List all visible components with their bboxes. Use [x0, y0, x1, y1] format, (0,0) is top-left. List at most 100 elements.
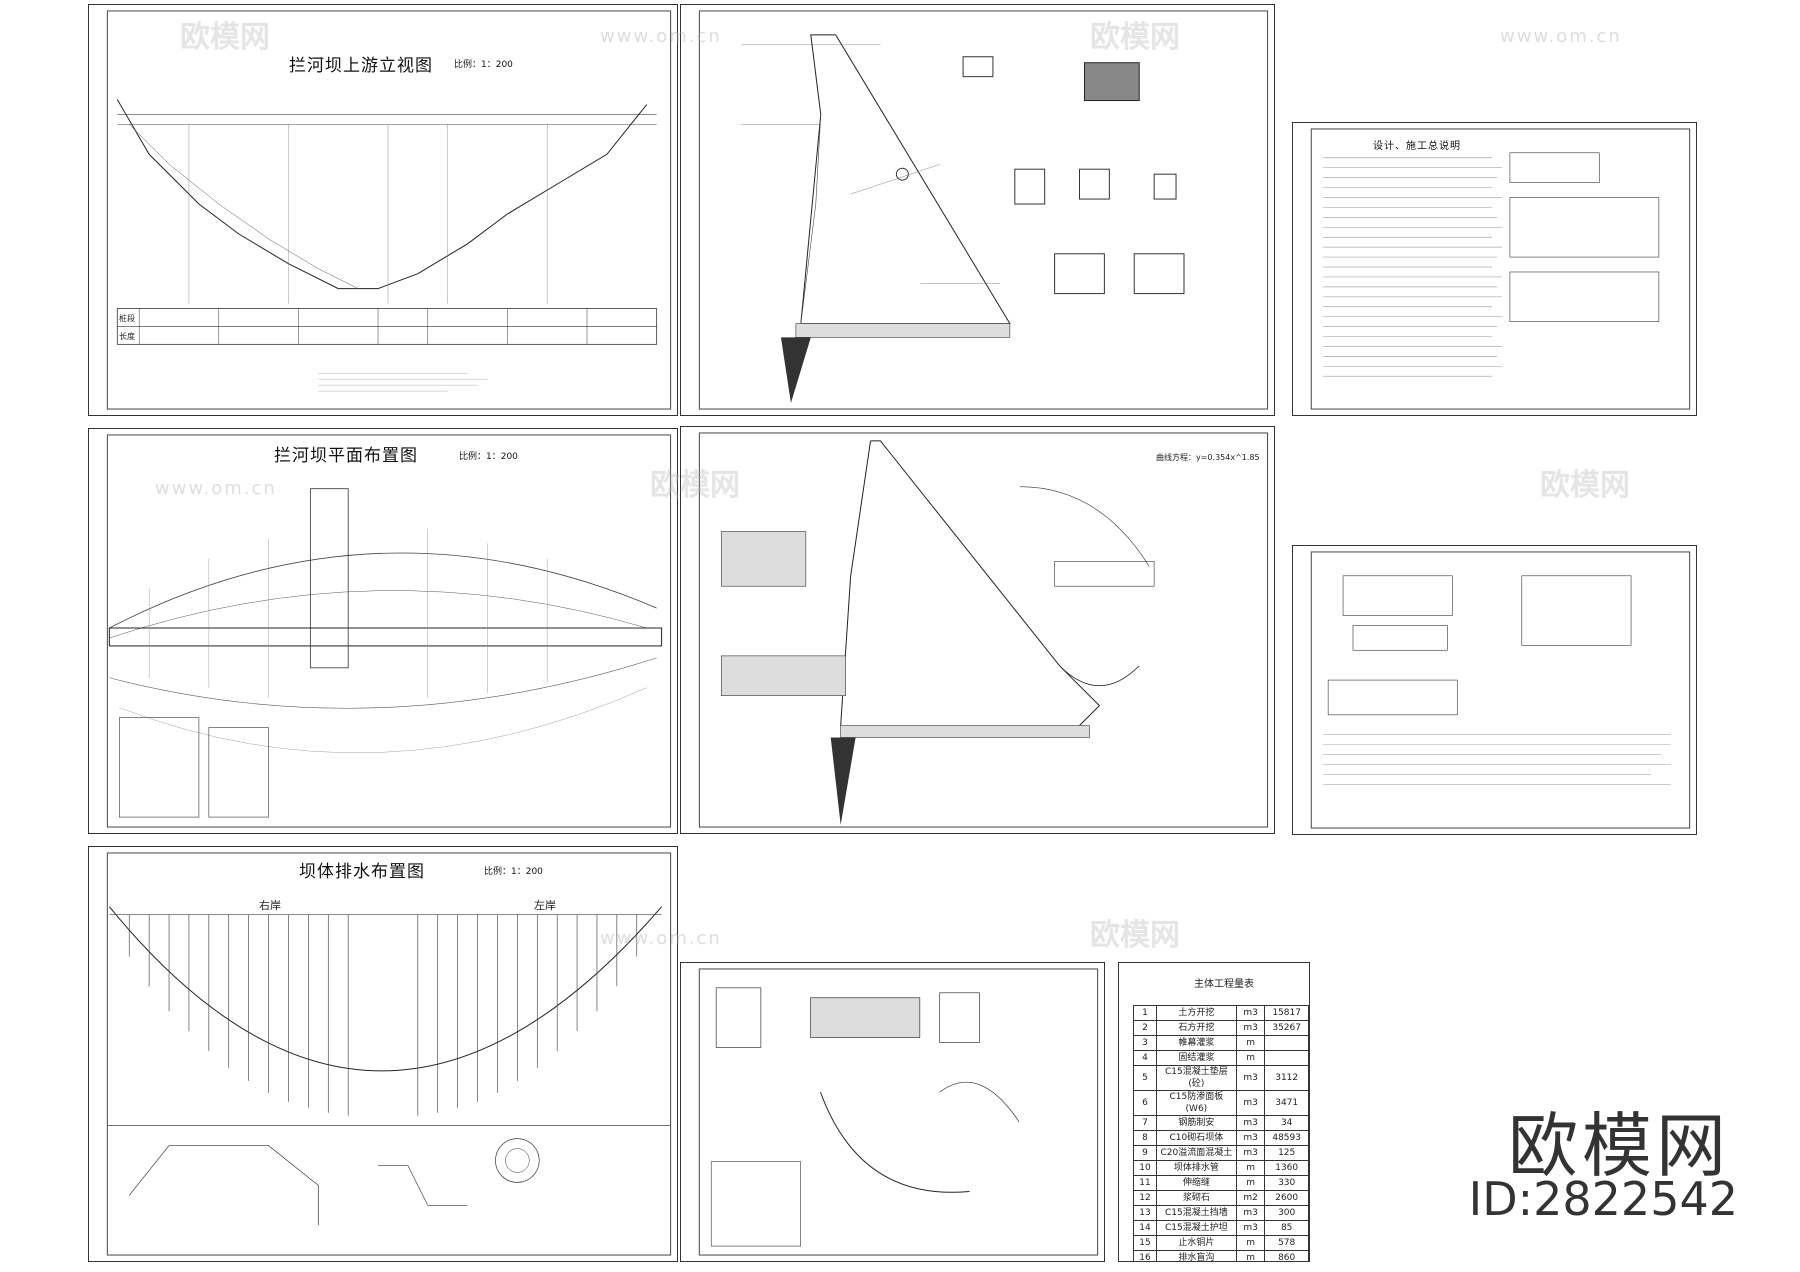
quantity-cell-name: 固结灌浆: [1155, 1050, 1237, 1066]
quantity-cell-n: 14: [1133, 1220, 1157, 1236]
quantity-cell-u: m3: [1235, 1130, 1266, 1146]
quantity-cell-name: C10砌石坝体: [1155, 1130, 1237, 1146]
upstream-scale: 比例：1：200: [454, 60, 513, 70]
quantity-cell-n: 9: [1133, 1145, 1157, 1161]
design-notes-drawing: [1310, 128, 1691, 410]
sheet-drainage-layout: 坝体排水布置图 比例：1：200 右岸 左岸: [88, 846, 678, 1262]
tables-drawing: [1310, 551, 1691, 829]
quantity-cell-n: 6: [1133, 1090, 1157, 1116]
sheet-details: [680, 962, 1105, 1262]
quantity-cell-u: m3: [1235, 1065, 1266, 1091]
quantity-cell-n: 7: [1133, 1115, 1157, 1131]
quantity-cell-n: 15: [1133, 1235, 1157, 1251]
watermark-url-2: www.om.cn: [1500, 26, 1622, 47]
watermark-4: 欧模网: [1540, 468, 1630, 503]
upstream-title: 拦河坝上游立视图: [289, 56, 433, 76]
watermark-5: 欧模网: [1090, 918, 1180, 953]
quantity-cell-u: m3: [1235, 1115, 1266, 1131]
plan-scale: 比例：1：200: [459, 452, 518, 462]
quantity-cell-v: 15817: [1264, 1005, 1309, 1021]
quantity-cell-v: [1264, 1035, 1309, 1051]
quantity-cell-u: m: [1235, 1250, 1266, 1261]
quantity-cell-name: 排水盲沟: [1155, 1250, 1237, 1261]
quantity-cell-u: m: [1235, 1235, 1266, 1251]
sheet-tables: [1292, 545, 1697, 835]
drainage-title: 坝体排水布置图: [299, 862, 425, 882]
quantity-cell-name: 伸缩缝: [1155, 1175, 1237, 1191]
quantity-cell-u: m3: [1235, 1220, 1266, 1236]
quantity-cell-name: 土方开挖: [1155, 1005, 1237, 1021]
quantity-cell-n: 8: [1133, 1130, 1157, 1146]
quantity-cell-n: 5: [1133, 1065, 1157, 1091]
quantity-cell-u: m: [1235, 1050, 1266, 1066]
sheet-plan-layout: 拦河坝平面布置图 比例：1：200: [88, 428, 678, 834]
dam-section-2-drawing: [698, 432, 1269, 828]
quantity-cell-n: 13: [1133, 1205, 1157, 1221]
quantity-cell-n: 12: [1133, 1190, 1157, 1206]
quantity-cell-name: C15混凝土挡墙: [1155, 1205, 1237, 1221]
design-notes-title: 设计、施工总说明: [1373, 141, 1461, 152]
sheet-upstream-elevation: 拦河坝上游立视图 比例：1：200 桩段 长度: [88, 4, 678, 416]
watermark-url-3: www.om.cn: [155, 478, 277, 499]
quantity-cell-v: 2600: [1264, 1190, 1309, 1206]
quantity-cell-n: 1: [1133, 1005, 1157, 1021]
drainage-right-bank: 右岸: [259, 899, 281, 912]
drainage-scale: 比例：1：200: [484, 867, 543, 877]
sheet-design-notes: 设计、施工总说明: [1292, 122, 1697, 416]
quantity-cell-n: 3: [1133, 1035, 1157, 1051]
quantity-cell-v: 34: [1264, 1115, 1309, 1131]
quantities-title: 主体工程量表: [1194, 979, 1254, 990]
quantity-cell-n: 2: [1133, 1020, 1157, 1036]
quantity-cell-v: 125: [1264, 1145, 1309, 1161]
quantity-cell-v: [1264, 1050, 1309, 1066]
quantity-cell-name: C15防渗面板(W6): [1155, 1090, 1237, 1116]
quantity-cell-v: 1360: [1264, 1160, 1309, 1176]
section2-formula: 曲线方程：y=0.354x^1.85: [1156, 453, 1260, 462]
quantity-cell-v: 35267: [1264, 1020, 1309, 1036]
quantity-cell-u: m3: [1235, 1145, 1266, 1161]
quantity-cell-v: 330: [1264, 1175, 1309, 1191]
dam-section-1-drawing: [698, 10, 1269, 410]
quantity-cell-name: C15混凝土护坦: [1155, 1220, 1237, 1236]
drainage-layout-drawing: [106, 852, 672, 1256]
quantity-cell-name: C20溢流面混凝土: [1155, 1145, 1237, 1161]
watermark-url-4: www.om.cn: [600, 928, 722, 949]
details-drawing: [698, 968, 1099, 1256]
quantity-cell-name: 钢筋制安: [1155, 1115, 1237, 1131]
quantity-cell-name: 浆砌石: [1155, 1190, 1237, 1206]
quantity-cell-n: 11: [1133, 1175, 1157, 1191]
quantity-cell-name: C15混凝土垫层(砼): [1155, 1065, 1237, 1091]
plan-layout-drawing: [106, 434, 672, 828]
quantity-cell-name: 止水铜片: [1155, 1235, 1237, 1251]
upstream-row1-label: 桩段: [119, 314, 135, 323]
watermark-2: 欧模网: [1090, 20, 1180, 55]
quantity-cell-n: 16: [1133, 1250, 1157, 1261]
quantity-cell-n: 10: [1133, 1160, 1157, 1176]
quantity-cell-v: 85: [1264, 1220, 1309, 1236]
quantity-cell-u: m3: [1235, 1205, 1266, 1221]
quantity-cell-v: 48593: [1264, 1130, 1309, 1146]
watermark-3: 欧模网: [650, 468, 740, 503]
watermark-1: 欧模网: [180, 20, 270, 55]
quantity-cell-v: 860: [1264, 1250, 1309, 1261]
quantity-cell-u: m: [1235, 1160, 1266, 1176]
quantity-cell-v: 3471: [1264, 1090, 1309, 1116]
drainage-left-bank: 左岸: [534, 899, 556, 912]
